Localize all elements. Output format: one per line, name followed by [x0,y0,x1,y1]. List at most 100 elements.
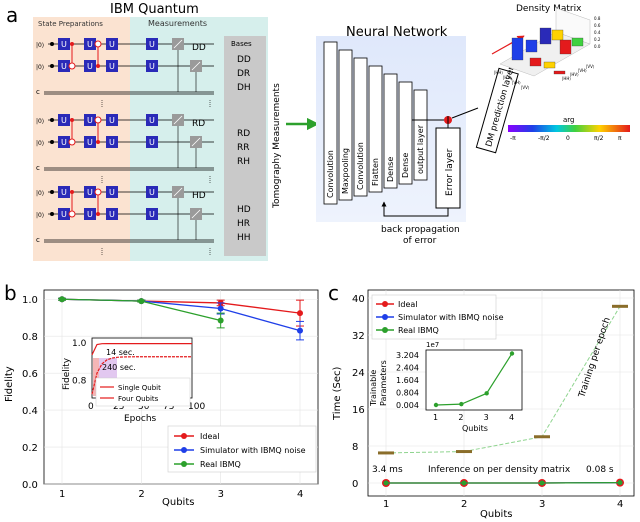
b-xtick-label: 4 [297,489,303,500]
ket-zero-label: |0⟩ [36,118,44,125]
dm-y-tick: |HV⟩ [570,72,579,77]
b-inset-ytick: 1.0 [72,339,87,349]
dm-bar [553,70,566,75]
u-gate-label: U [61,116,67,125]
c-ytick-label: 16 [352,405,365,416]
dm-colorbar-tick: -π [510,135,516,142]
nn-layer-label: Flatten [371,158,380,186]
control-dot-icon [50,140,54,144]
b-ylabel: Fidelity [4,366,15,402]
b-legend-label: Real IBMQ [200,460,241,469]
b-legend-marker [181,461,187,467]
u-gate-label: U [87,62,93,71]
backprop-line1: back propagation [381,225,460,235]
c-series-line [385,306,621,454]
node-to-dm-line [451,107,479,119]
basis-label: DD [237,55,251,65]
control-dot-icon [50,190,54,194]
c-inset-line [435,353,513,406]
u-gate-label: U [87,116,93,125]
cnot-control-icon [96,212,100,216]
b-inset-xlabel: Epochs [124,414,157,424]
dm-bar [539,27,552,45]
bases-title: Bases [231,40,252,48]
c-legend-marker [382,301,388,307]
u-gate-box [84,114,96,126]
nn-layer-box [383,73,398,189]
u-gate-box [106,38,118,50]
dm-colorbar [508,125,630,132]
u-gate-label: U [109,138,115,147]
u-gate-label: U [149,210,155,219]
b-inset-annotation: 14 sec. [106,348,135,357]
nn-title: Neural Network [346,25,448,40]
b-ytick-label: 1.0 [22,295,38,306]
classical-label: c [36,236,40,244]
c-inset-xlabel: Qubits [462,424,488,433]
error-layer-label: Error layer [445,148,455,196]
panel-letter-b: b [4,281,17,305]
c-inset-point [459,401,464,407]
c-annotation-s: 0.08 s [586,465,614,475]
u-gate-label: U [109,210,115,219]
nn-layer-box [368,65,383,193]
cnot-control-icon [96,140,100,144]
b-ytick-label: 0.6 [22,369,38,380]
measure-needle [173,187,183,197]
cnot-target-icon [68,62,76,70]
measurements-label: Measurements [148,19,207,28]
dm-z-tick: 0.2 [594,37,601,42]
b-legend-label: Ideal [200,432,219,441]
b-inset-xtick: 25 [113,402,124,412]
b-inset-xtick: 100 [188,402,205,412]
b-inset-four-qubits-line [91,356,192,395]
c-inset-frame [425,349,523,411]
u-gate-label: U [87,188,93,197]
u-gate-label: U [149,188,155,197]
c-xtick-label: 1 [383,499,389,510]
dm-title: Density Matrix [516,4,582,14]
b-data-point [297,310,303,317]
backprop-line2: of error [403,236,437,246]
c-legend-label: Real IBMQ [398,326,439,335]
u-gate-label: U [149,62,155,71]
basis-label: RD [237,129,250,139]
b-inset-ylabel: Fidelity [62,357,72,390]
nn-layer-box [323,41,338,205]
cnot-control-icon [70,118,74,122]
nn-layer-box [413,89,428,181]
u-gate-label: U [87,138,93,147]
control-dot-icon [50,212,54,216]
nn-layer-label: Maxpooling [341,148,350,194]
dm-bar [571,37,584,47]
dm-bar [525,39,538,53]
ket-zero-label: |0⟩ [36,212,44,219]
u-gate-box [58,208,70,220]
u-gate-box [84,186,96,198]
dm-z-tick: 0.4 [594,30,601,35]
c-plot-frame [367,289,635,497]
classical-label: c [36,88,40,96]
b-inset-annotation: 240 sec. [102,363,136,372]
cnot-target-icon [68,210,76,218]
u-gate-box [106,208,118,220]
c-inset-ylabel: Trainable [369,370,378,407]
b-inset-xtick: 50 [138,402,150,412]
tomography-label: Tomography Measurements [272,83,282,209]
ket-zero-label: |0⟩ [36,190,44,197]
dm-y-tick: |HH⟩ [562,76,571,81]
measure-needle [173,115,183,125]
u-gate-label: U [109,40,115,49]
dm-z-tick: 0.6 [594,23,601,28]
u-gate-box [106,114,118,126]
dm-bar [551,29,564,41]
c-annotation-ms: 3.4 ms [372,465,403,475]
measure-needle [191,209,201,219]
dm-z-tick: 0.0 [594,44,601,49]
